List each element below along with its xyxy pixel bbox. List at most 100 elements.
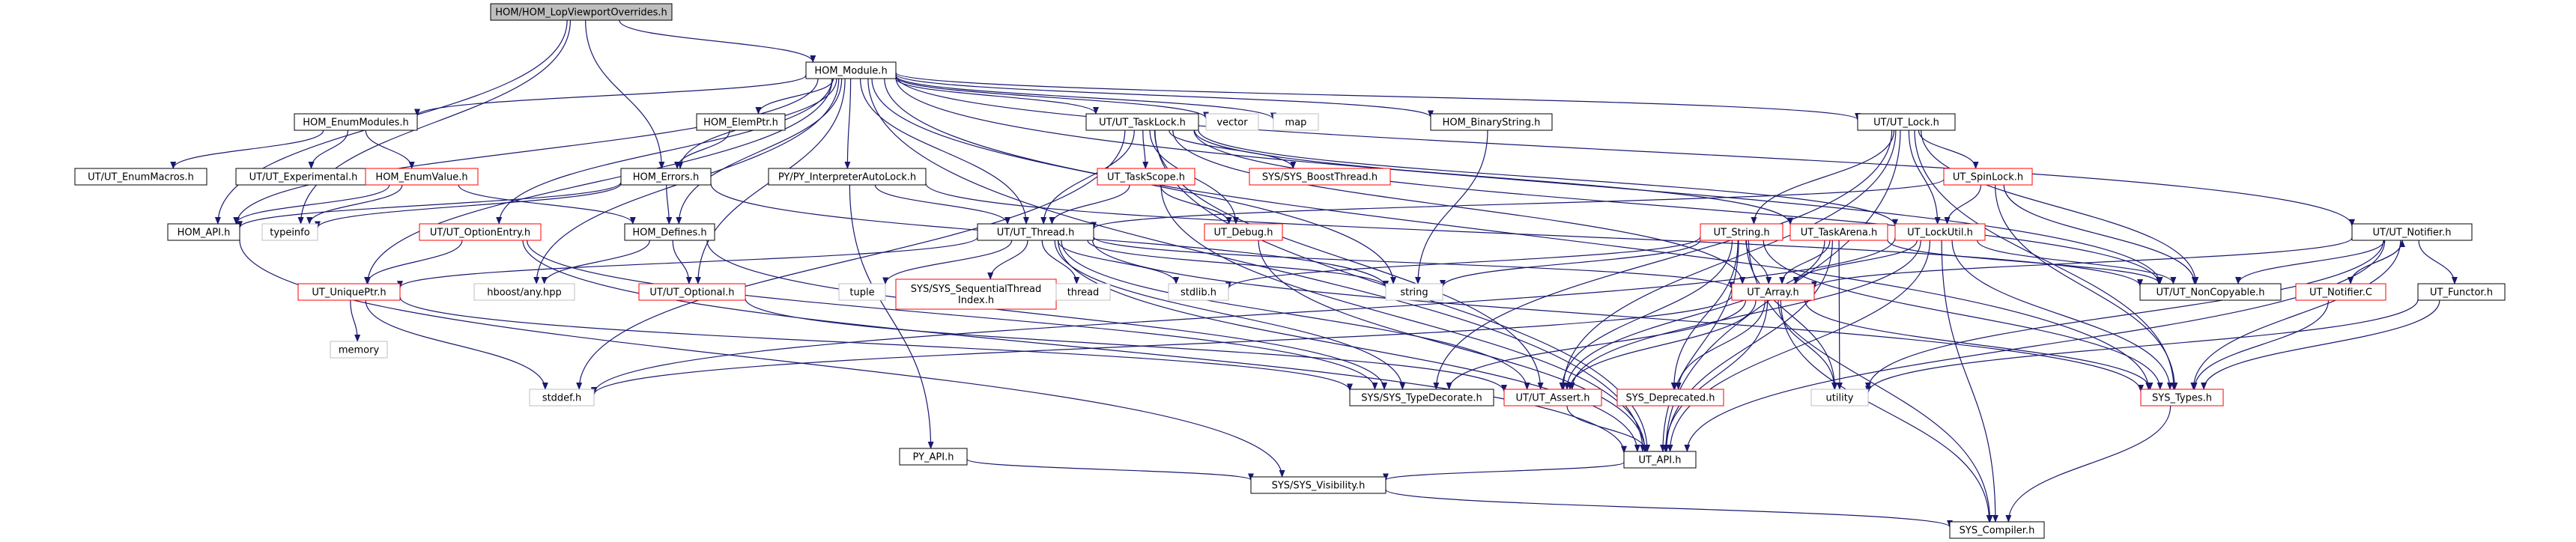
node-ut_experimental[interactable]: UT/UT_Experimental.h [235,168,372,186]
node-ut_optional[interactable]: UT/UT_Optional.h [638,283,746,301]
node-sys_types[interactable]: SYS_Types.h [2140,389,2224,406]
node-hom_defines[interactable]: HOM_Defines.h [624,223,715,241]
node-utility[interactable]: utility [1810,389,1869,406]
node-hom_api[interactable]: HOM_API.h [167,223,240,241]
node-box[interactable] [1731,283,1815,301]
node-box[interactable] [977,223,1094,241]
node-box[interactable] [1949,521,2045,539]
node-box[interactable] [638,283,746,301]
node-ut_thread[interactable]: UT/UT_Thread.h [977,223,1094,241]
node-ut_api[interactable]: UT_API.h [1623,451,1697,469]
node-box[interactable] [490,3,673,21]
edge-ut_array-to-ut_api [1662,299,1769,452]
node-box[interactable] [2140,389,2224,406]
node-box[interactable] [1623,451,1697,469]
node-box[interactable] [1168,283,1229,301]
node-box[interactable] [167,223,240,241]
node-box[interactable] [1204,223,1283,241]
node-box[interactable] [74,168,207,186]
node-ut_assert[interactable]: UT/UT_Assert.h [1503,389,1602,406]
node-py_interpreterautolock[interactable]: PY/PY_InterpreterAutoLock.h [768,168,927,186]
node-box[interactable] [1430,113,1553,131]
node-box[interactable] [624,223,715,241]
node-box[interactable] [1249,168,1391,186]
node-box[interactable] [2295,283,2386,301]
node-ut_taskscope[interactable]: UT_TaskScope.h [1097,168,1195,186]
node-box[interactable] [1250,476,1387,494]
node-box[interactable] [294,113,418,131]
node-box[interactable] [838,283,886,301]
node-box[interactable] [899,448,968,466]
node-box[interactable] [1097,168,1195,186]
node-ut_tasklock[interactable]: UT/UT_TaskLock.h [1085,113,1199,131]
node-tuple[interactable]: tuple [838,283,886,301]
node-string[interactable]: string [1385,283,1443,301]
node-box[interactable] [1085,113,1199,131]
node-ut_taskarena[interactable]: UT_TaskArena.h [1789,223,1888,241]
node-box[interactable] [473,283,575,301]
node-box[interactable] [1616,389,1724,406]
node-box[interactable] [2139,283,2282,301]
node-sys_visibility[interactable]: SYS/SYS_Visibility.h [1250,476,1387,494]
node-map[interactable]: map [1273,113,1319,131]
node-hom_binarystring[interactable]: HOM_BinaryString.h [1430,113,1553,131]
node-root[interactable]: HOM/HOM_LopViewportOverrides.h [490,3,673,21]
node-box[interactable] [1943,168,2033,186]
node-vector[interactable]: vector [1205,113,1259,131]
node-memory[interactable]: memory [330,341,388,359]
node-box[interactable] [1894,223,1986,241]
node-box[interactable] [2351,223,2473,241]
node-sys_boostthread[interactable]: SYS/SYS_BoostThread.h [1249,168,1391,186]
node-box[interactable] [696,113,786,131]
node-box[interactable] [1857,113,1956,131]
node-sys_typedecorate[interactable]: SYS/SYS_TypeDecorate.h [1349,389,1494,406]
node-box[interactable] [1700,223,1783,241]
node-box[interactable] [1810,389,1869,406]
node-box[interactable] [1205,113,1259,131]
node-hboost_any[interactable]: hboost/any.hpp [473,283,575,301]
node-box[interactable] [1055,283,1111,301]
node-hom_errors[interactable]: HOM_Errors.h [620,168,712,186]
node-box[interactable] [2417,283,2506,301]
node-ut_optionentry[interactable]: UT/UT_OptionEntry.h [419,223,542,241]
node-ut_notifier[interactable]: UT/UT_Notifier.h [2351,223,2473,241]
node-box[interactable] [620,168,712,186]
node-py_api[interactable]: PY_API.h [899,448,968,466]
node-hom_enumvalue[interactable]: HOM_EnumValue.h [365,168,479,186]
node-ut_debug[interactable]: UT_Debug.h [1204,223,1283,241]
node-ut_noncopyable[interactable]: UT/UT_NonCopyable.h [2139,283,2282,301]
node-sys_compiler[interactable]: SYS_Compiler.h [1949,521,2045,539]
node-box[interactable] [1273,113,1319,131]
node-box[interactable] [1503,389,1602,406]
node-ut_notifier_c[interactable]: UT_Notifier.C [2295,283,2386,301]
node-box[interactable] [419,223,542,241]
node-ut_uniqueptr[interactable]: UT_UniquePtr.h [297,283,401,301]
node-ut_string[interactable]: UT_String.h [1700,223,1783,241]
node-typeinfo[interactable]: typeinfo [261,223,318,241]
node-box[interactable] [529,389,595,406]
node-hom_elemptr[interactable]: HOM_ElemPtr.h [696,113,786,131]
node-box[interactable] [895,278,1057,310]
node-stdlib[interactable]: stdlib.h [1168,283,1229,301]
node-box[interactable] [365,168,479,186]
node-box[interactable] [1789,223,1888,241]
node-thread[interactable]: thread [1055,283,1111,301]
node-ut_lock[interactable]: UT/UT_Lock.h [1857,113,1956,131]
node-box[interactable] [297,283,401,301]
node-box[interactable] [330,341,388,359]
node-ut_functor[interactable]: UT_Functor.h [2417,283,2506,301]
node-box[interactable] [805,61,897,79]
node-ut_lockutil[interactable]: UT_LockUtil.h [1894,223,1986,241]
node-box[interactable] [768,168,927,186]
node-stddef[interactable]: stddef.h [529,389,595,406]
node-sys_deprecated[interactable]: SYS_Deprecated.h [1616,389,1724,406]
node-hom_enummodules[interactable]: HOM_EnumModules.h [294,113,418,131]
node-hom_module[interactable]: HOM_Module.h [805,61,897,79]
node-ut_spinlock[interactable]: UT_SpinLock.h [1943,168,2033,186]
node-ut_array[interactable]: UT_Array.h [1731,283,1815,301]
node-box[interactable] [261,223,318,241]
node-box[interactable] [1349,389,1494,406]
node-box[interactable] [1385,283,1443,301]
node-ut_enummacros[interactable]: UT/UT_EnumMacros.h [74,168,207,186]
